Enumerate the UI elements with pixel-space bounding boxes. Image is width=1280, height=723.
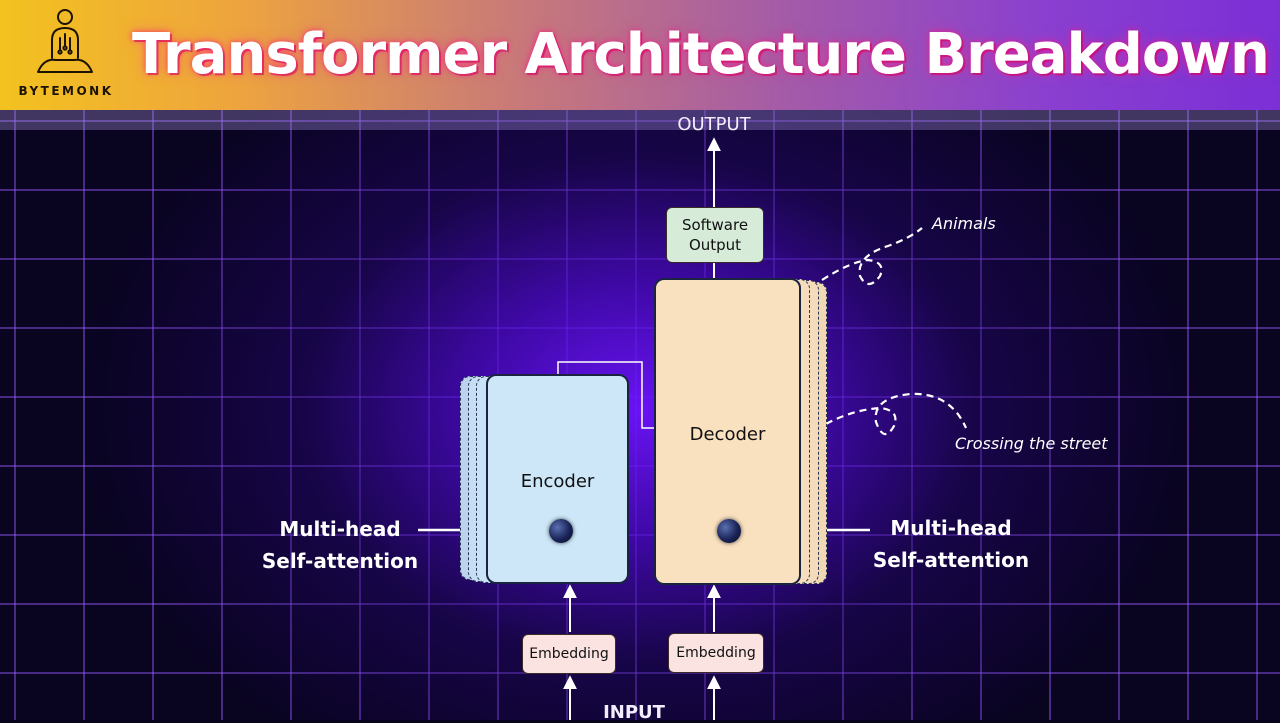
crossing-street-note: Crossing the street bbox=[955, 434, 1108, 453]
right-attention-line1: Multi-head bbox=[890, 516, 1012, 540]
decoder-embedding-label: Embedding bbox=[676, 645, 756, 661]
left-attention-label: Multi-head Self-attention bbox=[250, 513, 430, 577]
bytemonk-logo: BYTEMONK bbox=[0, 0, 130, 110]
left-attention-line1: Multi-head bbox=[279, 517, 401, 541]
encoder-label: Encoder bbox=[520, 471, 595, 492]
page-title: Transformer Architecture Breakdown bbox=[132, 22, 1270, 87]
header-banner: BYTEMONK Transformer Architecture Breakd… bbox=[0, 0, 1280, 110]
canvas-top-strip bbox=[0, 110, 1280, 130]
monk-logo-icon bbox=[37, 9, 93, 73]
brand-wordmark: BYTEMONK bbox=[18, 84, 114, 98]
encoder-attention-dot bbox=[549, 519, 573, 543]
input-label: INPUT bbox=[603, 702, 665, 723]
right-attention-line2: Self-attention bbox=[872, 548, 1030, 572]
decoder-label: Decoder bbox=[689, 424, 766, 445]
software-output-line1: Software bbox=[681, 216, 749, 234]
encoder-embedding-box: Embedding bbox=[522, 634, 616, 674]
software-output-line2: Output bbox=[688, 236, 742, 254]
encoder-embedding-label: Embedding bbox=[529, 646, 609, 662]
diagram-canvas bbox=[0, 110, 1280, 720]
software-output-box: Software Output bbox=[666, 207, 764, 263]
decoder-embedding-box: Embedding bbox=[668, 633, 764, 673]
decoder-attention-dot bbox=[717, 519, 741, 543]
encoder-block: Encoder bbox=[486, 374, 629, 584]
right-attention-label: Multi-head Self-attention bbox=[862, 512, 1040, 576]
animals-note: Animals bbox=[932, 214, 996, 233]
output-label: OUTPUT bbox=[677, 114, 751, 135]
left-attention-line2: Self-attention bbox=[261, 549, 419, 573]
